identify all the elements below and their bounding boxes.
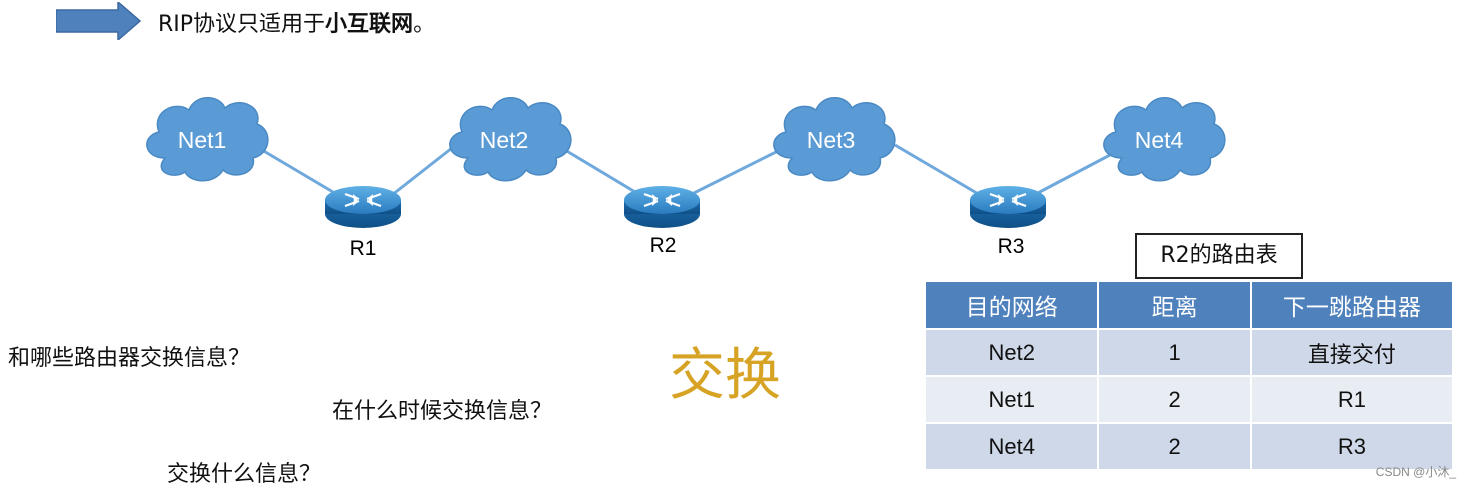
router-label: R2	[649, 234, 677, 257]
table-cell: 2	[1097, 375, 1252, 424]
router-label: R1	[349, 237, 377, 260]
question-text: 在什么时候交换信息？	[332, 399, 553, 424]
question-text: 和哪些路由器交换信息？	[8, 346, 251, 371]
table-cell: R3	[1249, 422, 1455, 471]
table-cell: Net1	[923, 375, 1100, 424]
routing-table-caption: R2的路由表	[1135, 233, 1303, 279]
table-cell: Net2	[923, 328, 1100, 377]
table-header-row: 目的网络 距离 下一跳路由器	[923, 280, 1455, 330]
table-cell: 2	[1097, 422, 1252, 471]
router-r1-icon	[323, 184, 403, 230]
table-row: Net1 2 R1	[923, 375, 1455, 424]
network-label: Net3	[806, 127, 856, 153]
network-label: Net2	[479, 127, 529, 153]
router-r2-icon	[622, 184, 702, 230]
network-label: Net4	[1134, 127, 1184, 153]
router-label: R3	[997, 235, 1025, 258]
exchange-label: 交换	[669, 343, 781, 408]
table-cell: R1	[1249, 375, 1455, 424]
table-cell: Net4	[923, 422, 1100, 471]
table-cell: 1	[1097, 328, 1252, 377]
network-links	[261, 143, 1111, 197]
column-header: 下一跳路由器	[1249, 280, 1455, 330]
header-bold: 小互联网	[325, 12, 414, 37]
routing-table: 目的网络 距离 下一跳路由器 Net2 1 直接交付 Net1 2 R1 Net…	[923, 280, 1455, 471]
header-text: RIP协议只适用于小互联网。	[158, 6, 435, 38]
table-row: Net4 2 R3	[923, 422, 1455, 471]
right-arrow-icon	[56, 2, 142, 40]
question-text: 交换什么信息？	[167, 462, 322, 487]
column-header: 距离	[1097, 280, 1252, 330]
network-label: Net1	[177, 127, 227, 153]
router-r3-icon	[968, 184, 1048, 230]
header-prefix: RIP协议只适用于	[158, 12, 326, 37]
header-suffix: 。	[413, 12, 436, 37]
table-cell: 直接交付	[1249, 328, 1455, 377]
column-header: 目的网络	[923, 280, 1100, 330]
network-diagram	[146, 96, 1226, 230]
table-row: Net2 1 直接交付	[923, 328, 1455, 377]
watermark: CSDN @小沐_	[1375, 465, 1456, 479]
